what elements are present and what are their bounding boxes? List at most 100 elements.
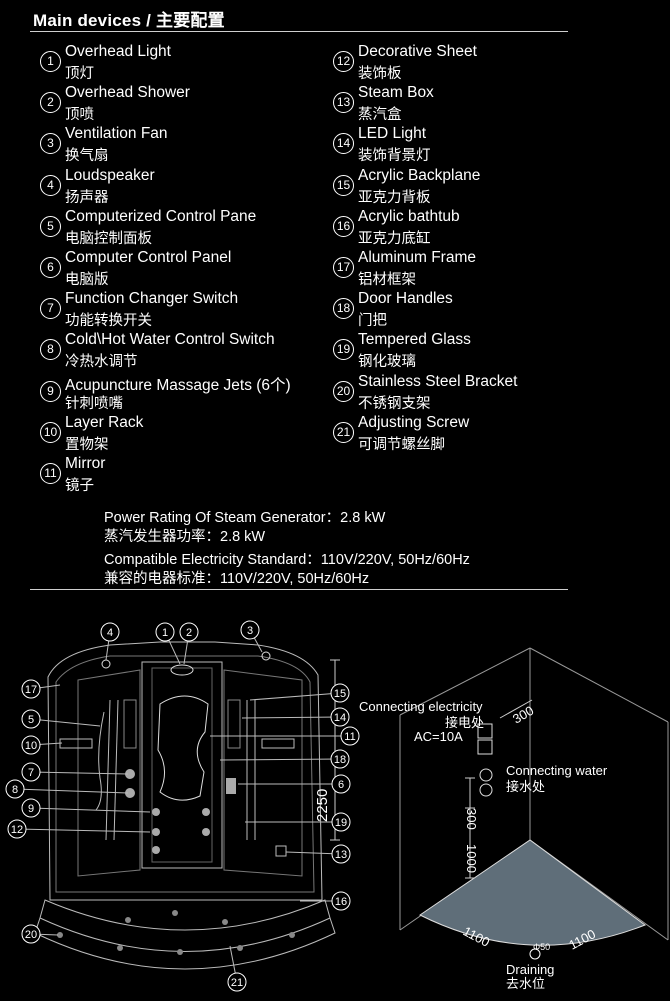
callout: 18 [219, 749, 350, 769]
device-name-en: Mirror [65, 455, 106, 472]
device-name-en: Computerized Control Pane [65, 207, 257, 225]
callout-number: 8 [12, 784, 18, 796]
callout-number: 5 [28, 714, 34, 726]
device-number: 2 [40, 92, 61, 114]
drain-en: Draining [506, 962, 554, 977]
callout-number: 18 [334, 754, 346, 766]
device-number: 21 [333, 421, 354, 443]
height-dimension: 2250 [314, 789, 331, 822]
device-number: 13 [333, 92, 354, 114]
installation-diagram: Connecting electricity 接电处 AC=10A Connec… [359, 647, 669, 991]
callout-number: 12 [11, 824, 23, 836]
device-name-zh: 钢化玻璃 [358, 354, 416, 371]
callout: 20 [21, 924, 59, 944]
callout: 14 [241, 707, 350, 727]
callout: 3 [240, 620, 263, 653]
callout-number: 1 [162, 627, 168, 639]
callout: 12 [7, 819, 151, 839]
device-name-zh: 镜子 [65, 478, 94, 494]
callout: 6 [238, 774, 351, 794]
callout: 7 [21, 762, 129, 782]
device-number: 3 [40, 133, 61, 155]
callout: 9 [21, 798, 151, 818]
callout: 15 [249, 683, 350, 703]
device-number: 19 [333, 339, 354, 361]
device-name-zh: 换气扇 [65, 148, 109, 165]
power-rating-zh: 蒸汽发生器功率：2.8 kW [104, 529, 266, 545]
device-name-en: Ventilation Fan [65, 125, 168, 143]
device-number: 12 [333, 51, 354, 72]
device-number: 14 [333, 133, 354, 155]
device-number: 4 [40, 174, 61, 196]
callout: 2 [179, 622, 199, 665]
device-name-en: Function Changer Switch [65, 290, 239, 308]
device-name-en: Aluminum Frame [358, 249, 476, 266]
device-name-en: Acupuncture Massage Jets (6个) [65, 376, 291, 394]
callout: 1 [155, 622, 181, 665]
device-name-en: Steam Box [358, 84, 434, 102]
electric-standard-zh: 兼容的电器标准：110V/220V, 50Hz/60Hz [104, 571, 370, 587]
callout-number: 2 [186, 627, 192, 639]
specs-divider [30, 589, 568, 590]
elec-zh-label: 接电处 [445, 715, 484, 730]
water-zh-label: 接水处 [506, 779, 545, 794]
title-divider [30, 31, 568, 32]
elec-spec-label: AC=10A [414, 729, 463, 744]
callout: 19 [245, 812, 351, 832]
device-name-zh: 电脑版 [65, 272, 109, 288]
elec-en-label: Connecting electricity [359, 699, 483, 714]
device-name-en: Computer Control Panel [65, 249, 232, 266]
device-name-zh: 装饰背景灯 [358, 148, 431, 165]
callout: 4 [100, 622, 120, 661]
device-number: 16 [333, 215, 354, 237]
device-number: 20 [333, 380, 354, 402]
device-name-zh: 顶灯 [65, 66, 94, 82]
device-number: 1 [40, 51, 61, 72]
dim-mid: 300 [464, 808, 479, 830]
device-name-en: Tempered Glass [358, 331, 471, 349]
device-number: 10 [40, 421, 61, 443]
device-name-zh: 针刺喷嘴 [65, 395, 123, 412]
page-title: Main devices / 主要配置 [33, 11, 225, 30]
device-number: 8 [40, 339, 61, 361]
device-name-zh: 亚克力底缸 [358, 230, 431, 247]
device-name-en: LED Light [358, 125, 427, 143]
callout-number: 3 [247, 625, 253, 637]
callout: 10 [21, 735, 63, 755]
callout-number: 20 [25, 929, 37, 941]
electric-standard-en: Compatible Electricity Standard：110V/220… [104, 552, 470, 568]
callout: 16 [300, 891, 351, 911]
device-number: 5 [40, 215, 61, 237]
device-name-en: Loudspeaker [65, 166, 155, 184]
device-name-zh: 顶喷 [65, 107, 94, 124]
device-name-en: Adjusting Screw [358, 413, 470, 431]
device-name-zh: 铝材框架 [358, 272, 416, 288]
device-name-zh: 冷热水调节 [65, 354, 138, 371]
callout-number: 6 [338, 779, 344, 791]
device-name-en: Layer Rack [65, 413, 144, 431]
device-name-zh: 蒸汽盒 [358, 107, 402, 124]
callout-number: 15 [334, 688, 346, 700]
device-name-zh: 装饰板 [358, 66, 402, 82]
device-name-en: Acrylic bathtub [358, 207, 460, 225]
device-name-zh: 可调节螺丝脚 [358, 436, 445, 453]
device-name-zh: 置物架 [65, 436, 109, 453]
device-name-en: Door Handles [358, 290, 453, 308]
callout-number: 19 [335, 817, 347, 829]
callout-number: 4 [107, 627, 113, 639]
device-name-en: Acrylic Backplane [358, 166, 481, 184]
callout-number: 7 [28, 767, 34, 779]
dim-low: 1000 [464, 844, 479, 873]
device-number: 6 [40, 257, 61, 278]
power-rating-en: Power Rating Of Steam Generator：2.8 kW [104, 510, 386, 526]
device-number: 7 [40, 298, 61, 320]
device-number: 9 [40, 380, 61, 402]
callout: 21 [227, 945, 247, 992]
drain-zh: 去水位 [506, 976, 545, 991]
callout-number: 10 [25, 740, 37, 752]
device-name-zh: 扬声器 [65, 189, 109, 206]
callout-number: 16 [335, 896, 347, 908]
device-number: 11 [40, 463, 61, 484]
device-name-en: Overhead Shower [65, 84, 190, 102]
